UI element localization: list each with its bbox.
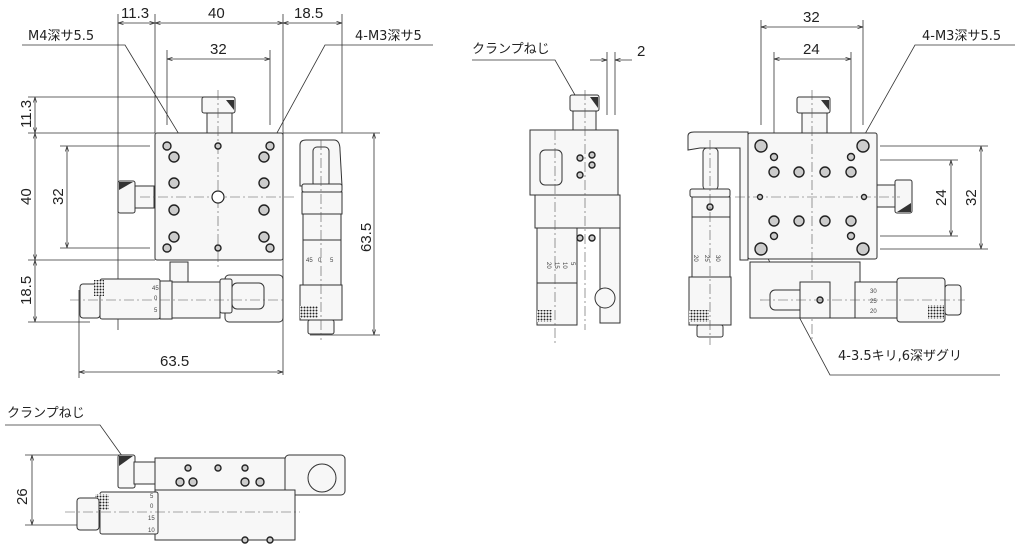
side-view: クランプねじ 2 20 15 10 5 [472, 42, 645, 345]
dim-right-inner: 24 [933, 189, 950, 206]
scale-label: 15 [148, 516, 155, 522]
bottom-holes [175, 464, 274, 544]
dim-top-left: 11.3 [121, 5, 149, 22]
rear-side-clamp-knob [894, 179, 913, 214]
scale-label: 20 [692, 255, 698, 262]
left-clamp-knob [117, 180, 136, 214]
knob-shade [821, 100, 829, 110]
top-clamp-knob [201, 96, 236, 114]
bottom-clamp-neck [133, 461, 157, 485]
knurl [537, 310, 552, 322]
front-holes [162, 141, 275, 253]
note-counterbore: 4-3.5キリ,6深ザグリ [838, 349, 962, 364]
note-center-hole: M4深サ5.5 [28, 29, 94, 44]
side-holes [539, 149, 596, 242]
side-bracket [599, 227, 621, 324]
rear-view: 32 24 24 32 4-M3深サ5.5 4-3.5キリ,6深ザグリ 20 2… [687, 9, 1015, 376]
note-tapped-holes: 4-M3深サ5.5 [922, 29, 1001, 44]
dim-offset: 2 [637, 43, 645, 60]
rear-stage-body [747, 132, 878, 260]
dim-top-right: 18.5 [294, 5, 323, 22]
scale-label: 10 [561, 262, 567, 269]
side-body-middle [534, 194, 621, 229]
front-view: 11.3 40 18.5 32 11.3 40 18.5 32 63.5 63.… [18, 5, 433, 378]
bottom-dimension-lines [5, 424, 130, 526]
scale-label: 30 [714, 255, 720, 262]
scale-label: 20 [545, 262, 551, 269]
bottom-micrometer-barrel [99, 491, 159, 535]
rear-left-micrometer: 20 25 30 [688, 140, 732, 345]
bottom-clamp-end [307, 463, 337, 493]
scale-label: 45 [306, 258, 313, 264]
scale-label: 0 [150, 504, 154, 510]
dim-right-outer: 32 [963, 189, 980, 206]
side-clamp-neck [572, 109, 597, 131]
rear-bottom-micrometer: 30 25 20 [760, 277, 965, 323]
front-dimension-lines [22, 14, 433, 378]
dim-top-outer: 32 [803, 9, 820, 26]
side-clamp-end [594, 287, 616, 309]
side-dimension-lines [472, 52, 632, 115]
rear-bracket [687, 131, 749, 261]
dim-bottom-height: 26 [14, 488, 31, 505]
bottom-stage-upper [154, 457, 286, 491]
scale-label: 25 [870, 299, 877, 305]
knob-shade [119, 182, 133, 190]
dim-height-total: 63.5 [358, 223, 375, 252]
scale-label: 45 [152, 286, 159, 292]
knob-shade [897, 203, 911, 212]
dim-left-top: 11.3 [18, 100, 35, 128]
front-bottom-micrometer: 45 0 5 [70, 261, 285, 323]
knob-shade [119, 456, 133, 466]
scale-label: 5 [330, 258, 334, 264]
bottom-micrometer-knob [76, 497, 100, 531]
scale-label: 5 [154, 308, 158, 314]
scale-label: 0 [318, 258, 322, 264]
rear-side-clamp-neck [876, 184, 898, 208]
bottom-note-clamp: クランプねじ [7, 406, 85, 421]
scale-label: 0 [154, 296, 158, 302]
dim-left-pitch: 32 [50, 188, 67, 205]
knob-shade [226, 100, 234, 110]
dim-top-inner: 24 [803, 41, 820, 58]
rear-dimension-lines [760, 20, 1015, 376]
bottom-stage-lower [154, 489, 296, 541]
scale-label: 20 [870, 309, 877, 315]
bottom-view: クランプねじ 26 5 0 15 10 [5, 406, 346, 544]
rear-clamp-knob [796, 96, 831, 114]
scale-label: 30 [870, 289, 877, 295]
scale-label: 5 [150, 494, 154, 500]
top-clamp-neck [206, 111, 233, 134]
rear-holes [754, 139, 870, 256]
dim-left-bottom: 18.5 [18, 276, 35, 305]
note-corner-holes: 4-M3深サ5 [355, 29, 422, 44]
dim-top-center: 40 [208, 5, 225, 22]
dim-width-total: 63.5 [160, 353, 189, 370]
knob-shade [590, 97, 598, 108]
scale-label: 5 [569, 262, 575, 266]
front-right-micrometer: 45 0 5 [299, 139, 343, 340]
rear-clamp-neck [801, 111, 828, 134]
dim-hole-pitch: 32 [210, 41, 227, 58]
dim-left-center: 40 [18, 188, 35, 205]
side-micrometer-thimble [536, 227, 578, 284]
scale-label: 25 [703, 255, 709, 262]
scale-label: 10 [148, 528, 155, 534]
side-note-clamp: クランプねじ [472, 42, 550, 57]
scale-label: 15 [553, 262, 559, 269]
